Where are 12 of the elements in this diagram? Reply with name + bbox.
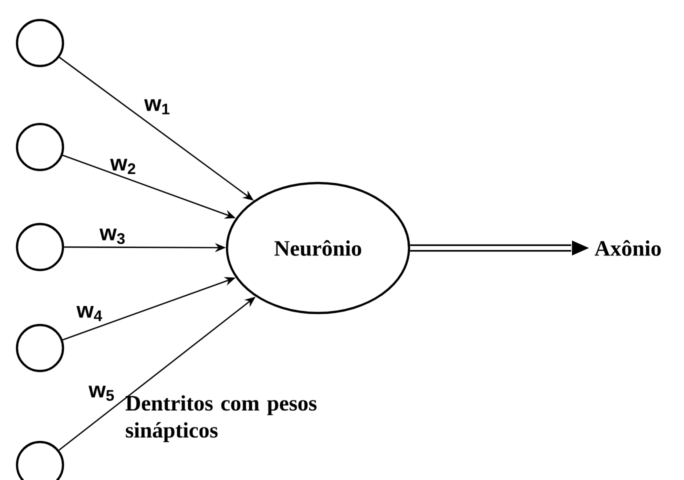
- edge-label: w$_{3}$: [100, 228, 125, 244]
- edge-label: w$_{4}$: [76, 306, 102, 322]
- input-circle: [16, 122, 64, 172]
- output-label: Axônio: [594, 240, 661, 256]
- caption-text: Dentritos com pesos sinápticos: [126, 395, 317, 442]
- double-arrow: [410, 240, 589, 256]
- input-circle: [16, 18, 64, 68]
- edge-label: w$_{2}$: [110, 158, 136, 174]
- edge-label: w$_{1}$: [144, 99, 170, 114]
- input-circle: [16, 222, 64, 272]
- edge-label: w$_{5}$: [88, 386, 114, 401]
- input-circle: [16, 324, 64, 372]
